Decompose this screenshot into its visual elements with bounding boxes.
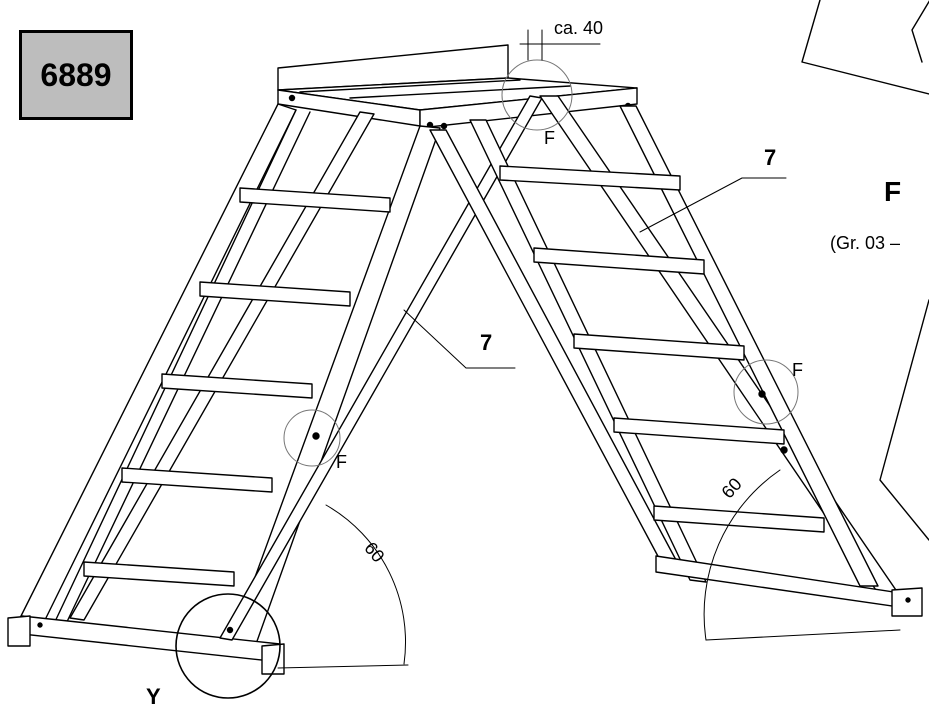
right-treads [499,165,825,533]
callout-7-right: 7 [764,145,777,170]
detail-circles [283,59,799,467]
detail-marker-F-top: F [544,128,555,148]
detail-marker-F-left: F [336,452,347,472]
left-treads [83,187,391,587]
detail-Y-circle [175,593,281,699]
detail-marker-F-right: F [792,360,803,380]
part-number-box: 6889 [19,30,133,120]
right-ladder [429,95,923,617]
angle-left [277,504,409,669]
platform [277,44,638,130]
detail-view-note: (Gr. 03 – [830,233,901,253]
left-ladder [7,95,543,675]
detail-view-title: F [884,176,902,207]
part-number: 6889 [40,56,112,93]
callout-7-left: 7 [480,330,493,355]
dimension-ca-40 [519,29,601,61]
dimension-label: ca. 40 [554,18,604,38]
detail-marker-Y: Y [146,684,161,709]
angle-right [703,469,901,641]
callout-leaders [403,177,787,369]
detail-F-partial [801,0,929,541]
